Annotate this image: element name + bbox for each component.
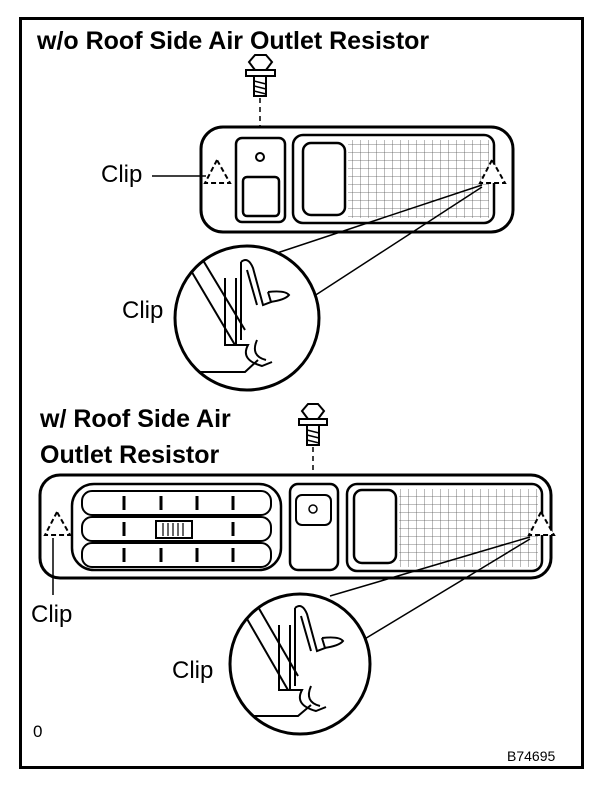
lamp-lens (352, 488, 398, 565)
callout-line (329, 536, 531, 597)
clip-marker-icon (43, 509, 72, 536)
section-title-without-resistor: w/o Roof Side Air Outlet Resistor (37, 27, 430, 55)
clip-detail-top (173, 244, 321, 392)
callout-line (362, 538, 531, 641)
bolt-icon (298, 403, 328, 446)
callout-line (307, 186, 483, 301)
diffuser-grid-icon (399, 489, 538, 567)
vent-knob (155, 520, 193, 539)
clip-marker-icon (203, 157, 232, 184)
clip-label: Clip (172, 657, 214, 684)
screw-hole-icon (308, 504, 318, 514)
clip-marker-icon (527, 509, 556, 536)
bolt-icon (245, 54, 276, 97)
lamp-panel-top (199, 125, 515, 234)
lamp-lens (301, 141, 347, 217)
corner-mark: 0 (33, 722, 43, 741)
clip-label: Clip (31, 601, 73, 628)
switch-button (241, 175, 281, 218)
clip-label: Clip (122, 297, 164, 324)
diffuser-grid-icon (348, 140, 489, 218)
clip-label: Clip (101, 161, 143, 188)
callout-line (273, 184, 483, 255)
clip-marker-icon (478, 157, 507, 184)
lamp-panel-bottom (38, 473, 553, 580)
clip-detail-bottom (228, 592, 372, 736)
figure-code: B74695 (507, 748, 556, 764)
section-title-with-resistor: w/ Roof Side Air (40, 405, 231, 433)
section-title-with-resistor-line2: Outlet Resistor (40, 441, 220, 469)
vent-louver-icon (70, 482, 283, 572)
screw-hole-icon (255, 152, 265, 162)
